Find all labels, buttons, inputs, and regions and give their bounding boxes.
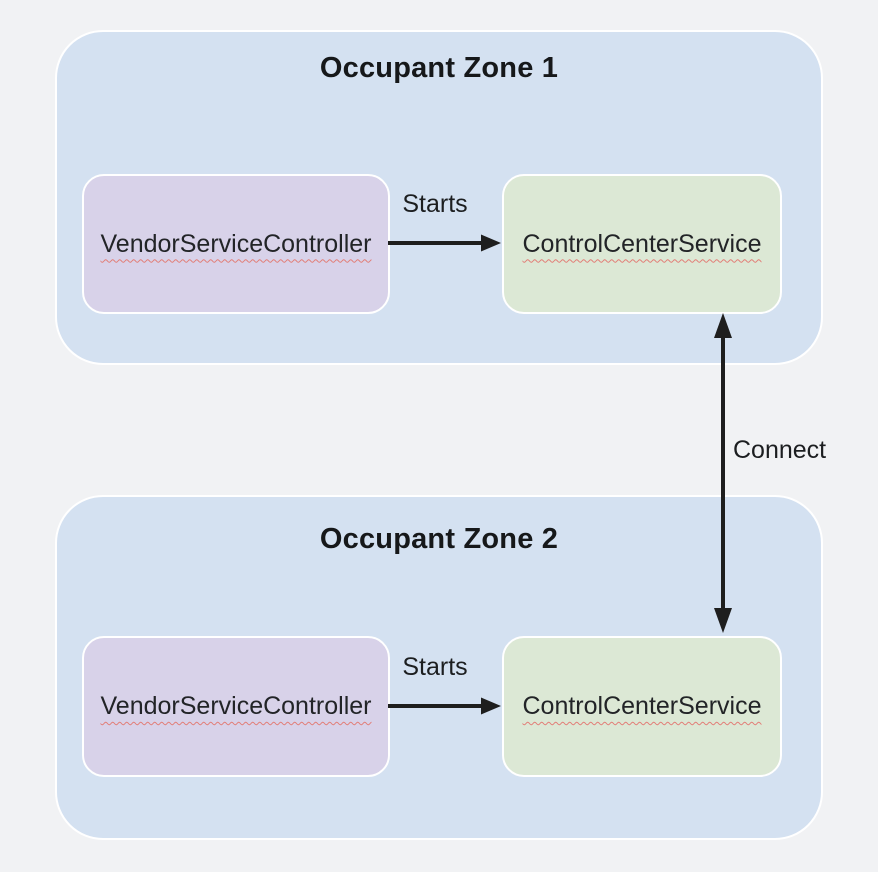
node-control-center-service-2: ControlCenterService — [502, 636, 782, 777]
node-vendor-service-controller-1: VendorServiceController — [82, 174, 390, 314]
zone-1-title: Occupant Zone 1 — [319, 52, 559, 84]
starts-arrow-zone2 — [388, 697, 501, 715]
connect-double-arrow — [714, 313, 732, 633]
node-label: VendorServiceController — [100, 692, 372, 720]
starts-edge-label-zone1: Starts — [402, 190, 468, 218]
node-control-center-service-1: ControlCenterService — [502, 174, 782, 314]
node-label: ControlCenterService — [522, 692, 762, 720]
node-label: VendorServiceController — [100, 229, 372, 258]
zone-occupant-zone-2: Occupant Zone 2 VendorServiceController … — [55, 495, 823, 840]
node-label: ControlCenterService — [522, 229, 762, 258]
zone-2-title: Occupant Zone 2 — [319, 523, 559, 555]
starts-arrow-zone1 — [388, 234, 501, 252]
zone-occupant-zone-1: Occupant Zone 1 VendorServiceController … — [55, 30, 823, 365]
connect-edge-label: Connect — [733, 436, 827, 464]
starts-edge-label-zone2: Starts — [402, 653, 468, 681]
node-vendor-service-controller-2: VendorServiceController — [82, 636, 390, 777]
